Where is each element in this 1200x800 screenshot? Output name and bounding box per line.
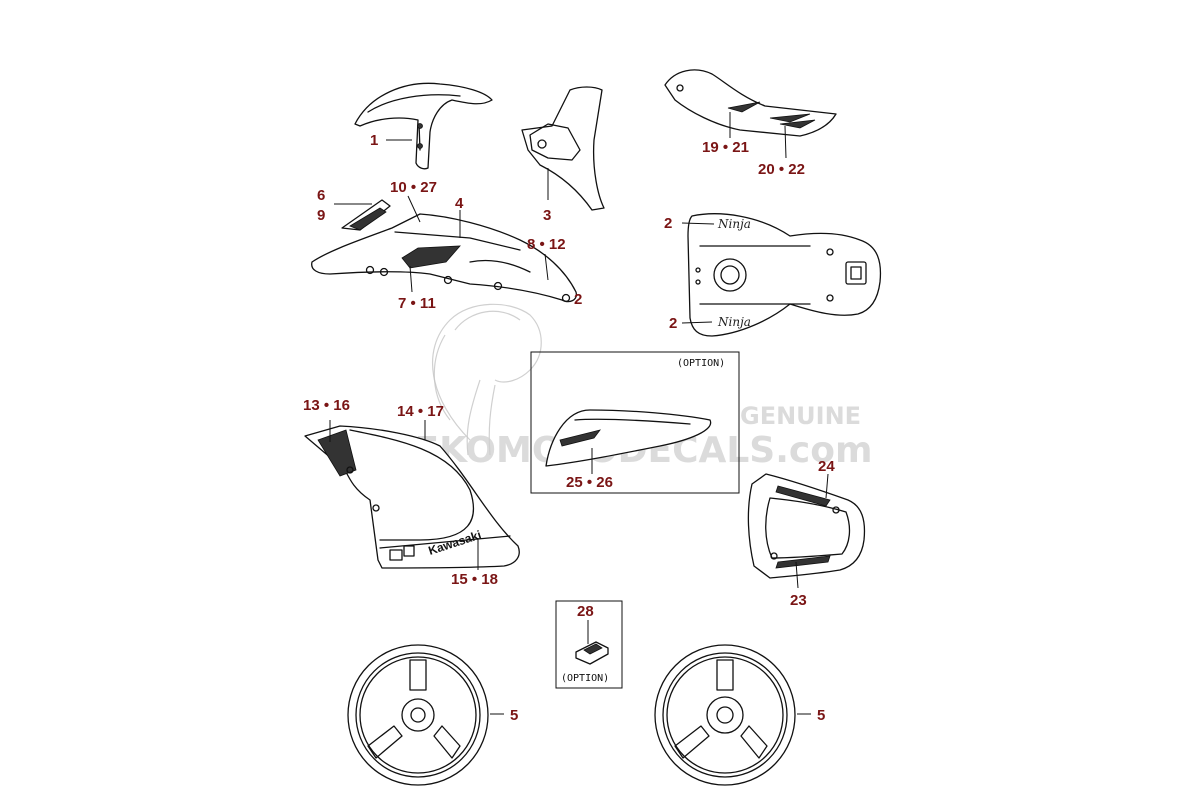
label-part-6: 6: [317, 187, 325, 204]
label-part-1: 1: [370, 132, 378, 149]
label-part-2-tank-top: 2: [664, 215, 672, 232]
label-part-20-22: 20 • 22: [758, 161, 805, 178]
tank-decal-ninja-bottom: Ninja: [717, 315, 751, 329]
front-wheel: [347, 644, 504, 786]
seat-cowl: [664, 69, 837, 159]
watermark-genuine: GENUINE: [740, 402, 861, 430]
label-part-28: 28: [577, 603, 594, 620]
label-part-25-26: 25 • 26: [566, 474, 613, 491]
fuel-tank-cover: Ninja Ninja: [681, 213, 882, 337]
label-part-9: 9: [317, 207, 325, 224]
front-fender: [354, 82, 493, 170]
label-part-2-fairing: 2: [574, 291, 582, 308]
label-part-13-16: 13 • 16: [303, 397, 350, 414]
lower-fairing: Kawasaki: [304, 420, 520, 570]
label-part-14-17: 14 • 17: [397, 403, 444, 420]
label-part-23: 23: [790, 592, 807, 609]
option-box-seat-cover: (OPTION): [530, 351, 740, 494]
label-part-19-21: 19 • 21: [702, 139, 749, 156]
label-part-15-18: 15 • 18: [451, 571, 498, 588]
label-part-4: 4: [455, 195, 464, 212]
label-part-3: 3: [543, 207, 551, 224]
tank-decal-ninja-top: Ninja: [717, 217, 751, 231]
watermark-bird-logo: [431, 303, 542, 456]
option-label-bracket: (OPTION): [561, 673, 609, 684]
label-part-7-11: 7 • 11: [398, 295, 436, 312]
label-part-5-front: 5: [510, 707, 518, 724]
label-part-2-tank-bottom: 2: [669, 315, 677, 332]
rear-wheel: [654, 644, 811, 786]
label-part-10-27: 10 • 27: [390, 179, 437, 196]
label-part-5-rear: 5: [817, 707, 825, 724]
label-part-8-12: 8 • 12: [527, 236, 566, 253]
side-fairing: [311, 195, 577, 303]
label-part-24: 24: [818, 458, 835, 475]
option-box-bracket: (OPTION): [555, 600, 623, 689]
option-label-seat-cover: (OPTION): [677, 358, 725, 369]
upper-cowl: [521, 86, 605, 211]
rear-seat-cowl: [747, 473, 866, 589]
